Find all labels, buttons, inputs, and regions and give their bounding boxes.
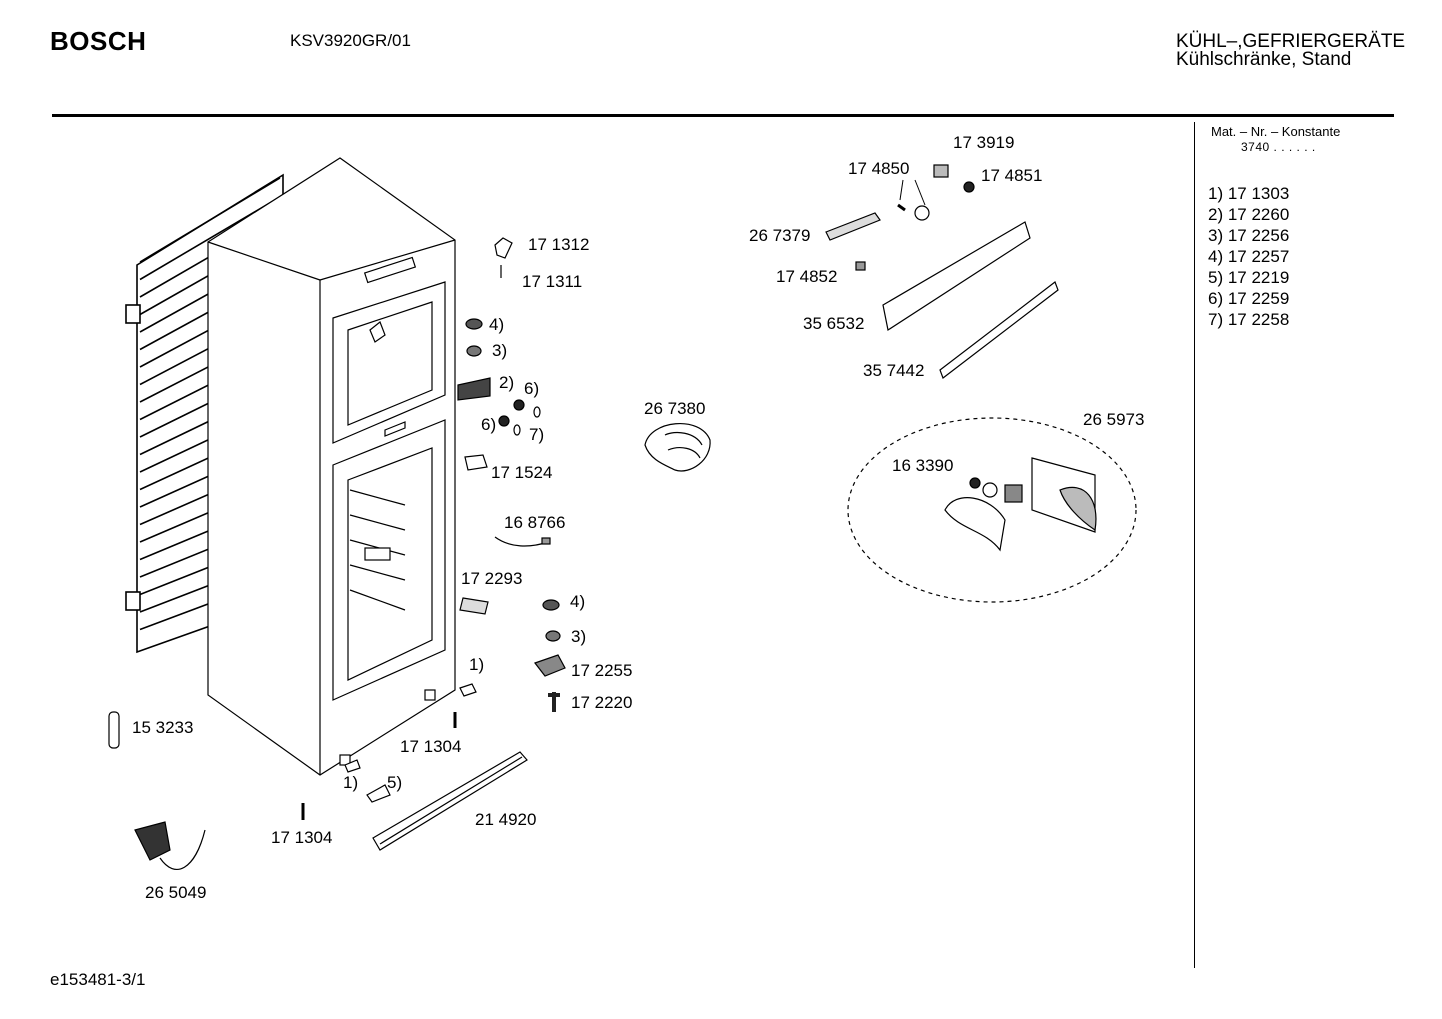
footnote-ref: 4) [570, 592, 586, 611]
drawing-id: e153481-3/1 [50, 970, 146, 989]
footnote-ref: 6) [524, 379, 540, 398]
footnote-ref: 1) [343, 773, 359, 792]
part-label: 15 3233 [132, 718, 194, 737]
part-label: 26 5049 [145, 883, 207, 902]
leader-lines [899, 179, 926, 206]
part-label: 17 2255 [571, 661, 633, 680]
legend-item: 5) 17 2219 [1208, 268, 1290, 287]
part-label: 17 1304 [271, 828, 333, 847]
footnote-ref: 4) [489, 315, 505, 334]
part-label: 17 1304 [400, 737, 462, 756]
part-label: 35 7442 [863, 361, 925, 380]
footnote-ref: 7) [529, 425, 545, 444]
part-label: 16 8766 [504, 513, 566, 532]
category-title: KÜHL–,GEFRIERGERÄTE [1176, 31, 1406, 52]
small-parts [108, 164, 1059, 870]
footnote-ref: 6) [481, 415, 497, 434]
part-label: 17 4850 [848, 159, 910, 178]
footnote-ref: 1) [469, 655, 485, 674]
part-label: 17 4852 [776, 267, 838, 286]
part-label: 17 3919 [953, 133, 1015, 152]
footnote-ref: 3) [492, 341, 508, 360]
footnote-ref: 2) [499, 373, 515, 392]
part-label: 26 5973 [1083, 410, 1145, 429]
legend-item: 4) 17 2257 [1208, 247, 1290, 266]
model-number: KSV3920GR/01 [290, 31, 411, 50]
legend-item: 6) 17 2259 [1208, 289, 1290, 308]
footnote-legend: 1) 17 1303 2) 17 2260 3) 17 2256 4) 17 2… [1208, 183, 1289, 330]
mat-number-heading: Mat. – Nr. – Konstante [1211, 124, 1341, 139]
fan-detail-callout [847, 417, 1137, 603]
part-label: 35 6532 [803, 314, 865, 333]
part-label: 21 4920 [475, 810, 537, 829]
brand-logo: BOSCH [50, 26, 147, 56]
part-label: 17 1311 [522, 272, 583, 291]
part-label: 17 1524 [491, 463, 553, 482]
category-subtitle: Kühlschränke, Stand [1176, 49, 1352, 70]
legend-item: 2) 17 2260 [1208, 205, 1290, 224]
part-label: 17 1312 [528, 235, 590, 254]
sidebar-divider [1194, 122, 1195, 968]
part-label: 26 7380 [644, 399, 706, 418]
part-label: 26 7379 [749, 226, 811, 245]
header-divider [52, 114, 1394, 117]
footnote-ref: 3) [571, 627, 587, 646]
part-label: 17 2293 [461, 569, 523, 588]
coil-tube [139, 177, 281, 263]
legend-item: 7) 17 2258 [1208, 310, 1290, 329]
legend-item: 1) 17 1303 [1208, 184, 1290, 203]
part-label: 17 2220 [571, 693, 633, 712]
legend-item: 3) 17 2256 [1208, 226, 1290, 245]
part-label: 17 4851 [981, 166, 1043, 185]
part-label: 16 3390 [892, 456, 954, 475]
footnote-ref: 5) [387, 773, 403, 792]
cabinet-body [207, 157, 456, 776]
mat-number-value: 3740 . . . . . . [1241, 140, 1316, 154]
